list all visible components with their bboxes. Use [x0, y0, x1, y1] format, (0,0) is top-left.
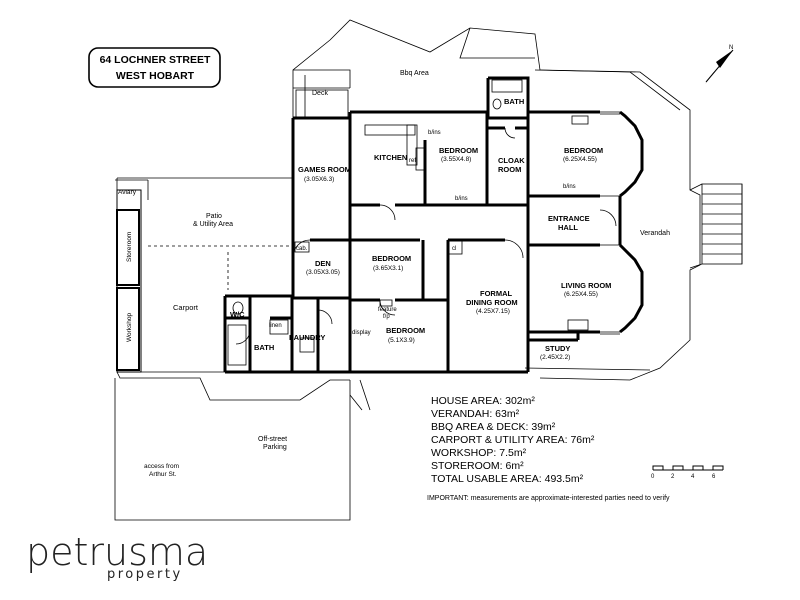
- scale-label-6: 6: [712, 474, 716, 480]
- address-box: 64 LOCHNER STREET WEST HOBART: [88, 47, 221, 88]
- label-bedroom4-dim: (5.1X3.9): [388, 337, 415, 344]
- label-carport: Carport: [173, 303, 199, 312]
- label-games-name: GAMES ROOM: [298, 165, 351, 174]
- label-access-2: Arthur St.: [149, 471, 177, 478]
- label-games-dim: (3.05X6.3): [304, 176, 334, 183]
- label-bins-kitchen: b/ins: [428, 130, 441, 136]
- area-bbq-deck: BBQ AREA & DECK: 39m²: [431, 421, 556, 433]
- label-patio-2: & Utility Area: [193, 221, 233, 228]
- area-verandah: VERANDAH: 63m²: [431, 408, 520, 420]
- label-den-name: DEN: [315, 259, 331, 268]
- label-formal-dim: (4.25X7.15): [476, 308, 510, 315]
- label-linen: linen: [269, 323, 282, 329]
- label-den-dim: (3.05X3.05): [306, 269, 340, 276]
- label-cl: cl: [452, 246, 456, 252]
- label-bins-bed2: b/ins: [563, 184, 576, 190]
- label-cloak-1: CLOAK: [498, 156, 525, 165]
- house-walls: [223, 76, 644, 374]
- label-laundry: LAUNDRY: [289, 333, 325, 342]
- label-bins-bed1: b/ins: [455, 196, 468, 202]
- label-aviary: Aviary: [118, 189, 137, 196]
- label-bath-lower: BATH: [254, 343, 274, 352]
- label-bedroom2-dim: (6.25X4.55): [563, 156, 597, 163]
- label-bedroom4-name: BEDROOM: [386, 326, 425, 335]
- north-label: N: [729, 45, 733, 51]
- address-line1: 64 LOCHNER STREET: [100, 54, 211, 66]
- window-details: [227, 79, 620, 366]
- label-verandah: Verandah: [640, 230, 670, 237]
- label-bedroom1-dim: (3.55X4.8): [441, 156, 471, 163]
- scale-label-4: 4: [691, 474, 695, 480]
- area-house: HOUSE AREA: 302m²: [431, 395, 535, 407]
- label-living-name: LIVING ROOM: [561, 281, 611, 290]
- area-workshop: WORKSHOP: 7.5m²: [431, 447, 527, 459]
- label-cab: cab.: [296, 246, 308, 252]
- brand-name: petrusma: [26, 530, 208, 574]
- label-offstreet-1: Off-street: [258, 436, 287, 443]
- room-labels: Bbq Area Deck BATH b/ins BEDROOM (3.55X4…: [118, 70, 670, 478]
- label-bath-top: BATH: [504, 97, 524, 106]
- north-arrow-icon: N: [705, 45, 734, 84]
- label-study-dim: (2.45X2.2): [540, 354, 570, 361]
- petrusma-logo: petrusma property: [26, 530, 208, 582]
- label-storeroom: Storeroom: [126, 232, 133, 262]
- label-bedroom3-name: BEDROOM: [372, 254, 411, 263]
- label-bedroom2-name: BEDROOM: [564, 146, 603, 155]
- scale-label-2: 2: [671, 474, 675, 480]
- address-line2: WEST HOBART: [116, 70, 195, 82]
- scale-label-0: 0: [651, 474, 655, 480]
- label-entrance-1: ENTRANCE: [548, 214, 590, 223]
- label-feature-1: feature: [378, 307, 397, 313]
- brand-sub: property: [107, 567, 183, 582]
- label-wc: W/C: [230, 310, 245, 319]
- area-total: TOTAL USABLE AREA: 493.5m²: [431, 473, 584, 485]
- label-cloak-2: ROOM: [498, 165, 521, 174]
- label-ref: ref: [409, 158, 416, 164]
- label-offstreet-2: Parking: [263, 444, 287, 451]
- label-access-1: access from: [144, 463, 179, 470]
- label-formal-1: FORMAL: [480, 289, 512, 298]
- label-display: display: [352, 330, 371, 336]
- label-study-name: STUDY: [545, 344, 570, 353]
- area-storeroom: STOREROOM: 6m²: [431, 460, 524, 472]
- label-deck: Deck: [312, 90, 328, 97]
- label-formal-2: DINING ROOM: [466, 298, 518, 307]
- label-bedroom1-name: BEDROOM: [439, 146, 478, 155]
- site-outlines: [114, 19, 743, 521]
- label-kitchen: KITCHEN: [374, 153, 407, 162]
- area-carport-utility: CARPORT & UTILITY AREA: 76m²: [431, 434, 595, 446]
- label-living-dim: (6.25X4.55): [564, 291, 598, 298]
- scale-bar: 0 2 4 6: [651, 465, 724, 480]
- important-note: IMPORTANT: measurements are approximate-…: [427, 495, 670, 502]
- label-feature-2: f/p: [383, 314, 390, 320]
- area-list: HOUSE AREA: 302m² VERANDAH: 63m² BBQ ARE…: [427, 395, 670, 502]
- label-workshop: Workshop: [126, 312, 133, 342]
- left-outbuildings: [116, 189, 142, 373]
- label-patio-1: Patio: [206, 213, 222, 220]
- label-bedroom3-dim: (3.65X3.1): [373, 265, 403, 272]
- label-entrance-2: HALL: [558, 223, 578, 232]
- label-bbq-area: Bbq Area: [400, 70, 429, 77]
